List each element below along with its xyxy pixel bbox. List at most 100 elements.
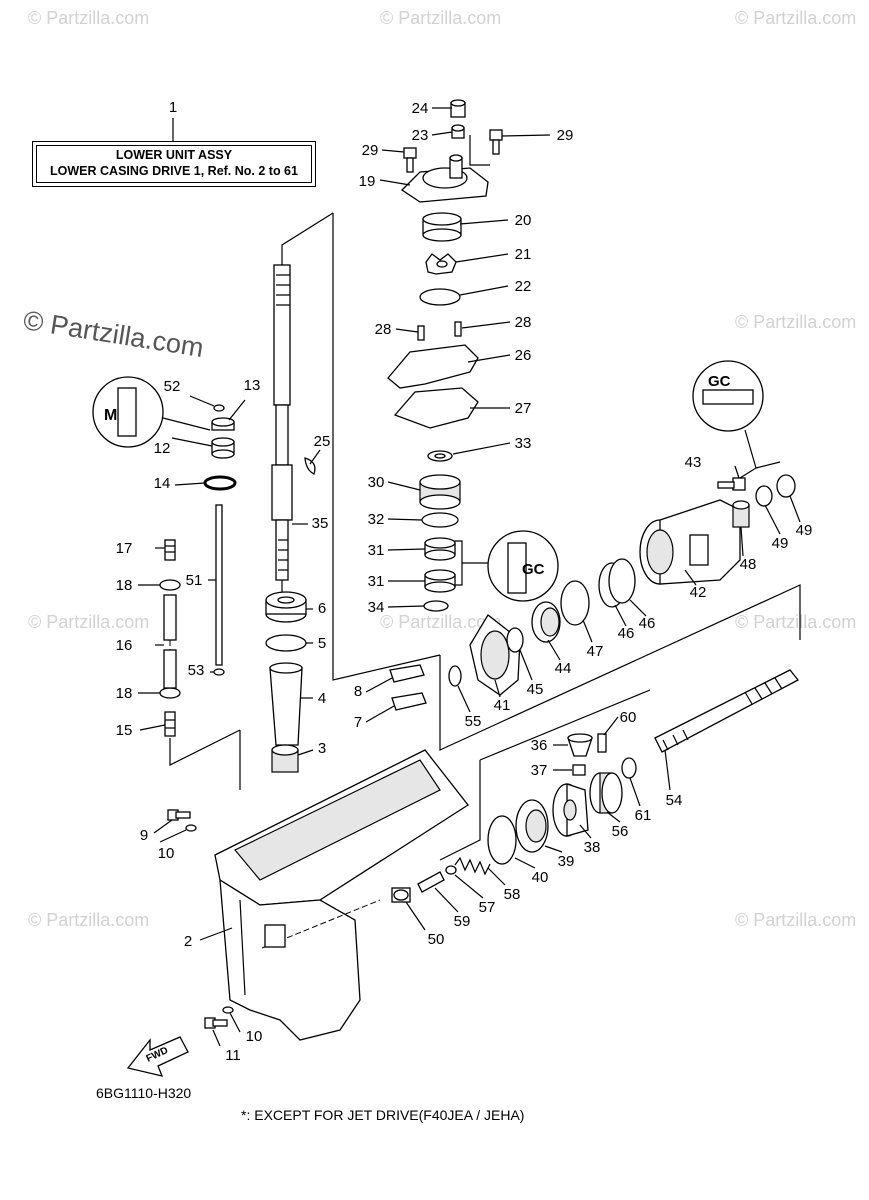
washer — [185, 824, 197, 832]
callout-55: 55 — [465, 713, 482, 730]
dog-clutch — [589, 772, 623, 814]
hose-clamp — [159, 687, 181, 699]
callout-47: 47 — [587, 643, 604, 660]
callout-52: 52 — [164, 378, 181, 395]
diagram-code: 6BG1110-H320 — [96, 1085, 192, 1101]
callout-19: 19 — [359, 173, 376, 190]
watermark: © Partzilla.com — [735, 8, 857, 28]
callout-49a: 49 — [772, 535, 789, 552]
callout-1: 1 — [169, 99, 177, 116]
callout-22: 22 — [515, 278, 532, 295]
oil-seal — [755, 485, 773, 507]
hose-clamp — [159, 579, 181, 591]
gasket — [393, 387, 479, 429]
callout-49b: 49 — [796, 522, 813, 539]
bolt — [717, 477, 746, 491]
callout-13: 13 — [244, 377, 261, 394]
hose — [163, 594, 177, 689]
watermark: © Partzilla.com — [380, 612, 502, 632]
grommet — [211, 437, 235, 459]
spring — [454, 856, 491, 876]
callout-10b: 10 — [246, 1028, 263, 1045]
oil-seal-housing — [265, 591, 307, 623]
gasket — [423, 600, 449, 612]
bushing — [271, 744, 299, 773]
o-ring — [560, 580, 590, 626]
svg-text:M: M — [104, 407, 117, 424]
callout-18b: 18 — [116, 685, 133, 702]
footnote: *: EXCEPT FOR JET DRIVE(F40JEA / JEHA) — [241, 1107, 525, 1123]
impeller — [425, 253, 457, 275]
gasket — [265, 634, 307, 652]
oil-seal — [424, 537, 456, 561]
title-box: LOWER UNIT ASSY LOWER CASING DRIVE 1, Re… — [32, 141, 316, 187]
callout-29b: 29 — [557, 127, 574, 144]
callout-14: 14 — [154, 475, 171, 492]
hose-joint — [164, 711, 176, 737]
svg-text:GC: GC — [522, 561, 545, 578]
grease-detail-circle: GC — [487, 530, 559, 602]
grease-detail-circle: GC — [692, 360, 764, 469]
shim — [506, 627, 524, 653]
callout-10a: 10 — [158, 845, 175, 862]
shim — [448, 665, 462, 687]
callout-8: 8 — [354, 683, 362, 700]
callout-2: 2 — [184, 933, 192, 950]
bearing — [515, 799, 549, 853]
leader-lines — [138, 107, 801, 1047]
callout-44: 44 — [555, 660, 572, 677]
callout-9: 9 — [140, 827, 148, 844]
assembly-subtitle: LOWER CASING DRIVE 1, Ref. No. 2 to 61 — [50, 164, 298, 178]
callout-36: 36 — [531, 737, 548, 754]
o-ring — [608, 558, 636, 604]
watermark: © Partzilla.com — [28, 910, 150, 930]
grommet — [450, 99, 466, 118]
callout-41: 41 — [494, 697, 511, 714]
watermark: © Partzilla.com — [380, 8, 502, 28]
callout-59: 59 — [454, 913, 471, 930]
ring — [621, 757, 637, 779]
callout-46b: 46 — [639, 615, 656, 632]
callout-20: 20 — [515, 212, 532, 229]
assembly-title: LOWER UNIT ASSY — [115, 148, 233, 162]
washer — [222, 1006, 234, 1014]
callout-35: 35 — [312, 515, 329, 532]
oil-seal — [776, 474, 796, 498]
callout-42: 42 — [690, 584, 707, 601]
hose-joint — [164, 539, 176, 561]
callout-39: 39 — [558, 853, 575, 870]
svg-text:GC: GC — [708, 373, 731, 390]
callout-31b: 31 — [368, 573, 385, 590]
callout-50: 50 — [428, 931, 445, 948]
callout-54: 54 — [666, 792, 683, 809]
callout-28a: 28 — [375, 321, 392, 338]
callout-60: 60 — [620, 709, 637, 726]
callout-38: 38 — [584, 839, 601, 856]
bearing — [531, 601, 561, 643]
o-ring — [203, 475, 237, 491]
callout-31a: 31 — [368, 542, 385, 559]
collar — [211, 417, 235, 431]
plate — [389, 664, 425, 683]
plate — [391, 692, 427, 711]
watermark: © Partzilla.com — [28, 612, 150, 632]
seal — [451, 124, 465, 139]
callout-26: 26 — [515, 347, 532, 364]
sleeve — [269, 662, 303, 746]
callout-32: 32 — [368, 511, 385, 528]
callout-18a: 18 — [116, 577, 133, 594]
o-ring — [421, 512, 459, 528]
callout-29a: 29 — [362, 142, 379, 159]
oil-seal — [427, 450, 453, 462]
outer-plate — [387, 344, 479, 389]
needle-bearing — [732, 500, 750, 528]
callout-5: 5 — [318, 635, 326, 652]
callout-46a: 46 — [618, 625, 635, 642]
callout-58: 58 — [504, 886, 521, 903]
callout-7: 7 — [354, 714, 362, 731]
callout-16: 16 — [116, 637, 133, 654]
watermark: © Partzilla.com — [735, 312, 857, 332]
callout-11: 11 — [225, 1047, 241, 1064]
callout-24: 24 — [412, 100, 429, 117]
lower-casing — [214, 749, 469, 1041]
